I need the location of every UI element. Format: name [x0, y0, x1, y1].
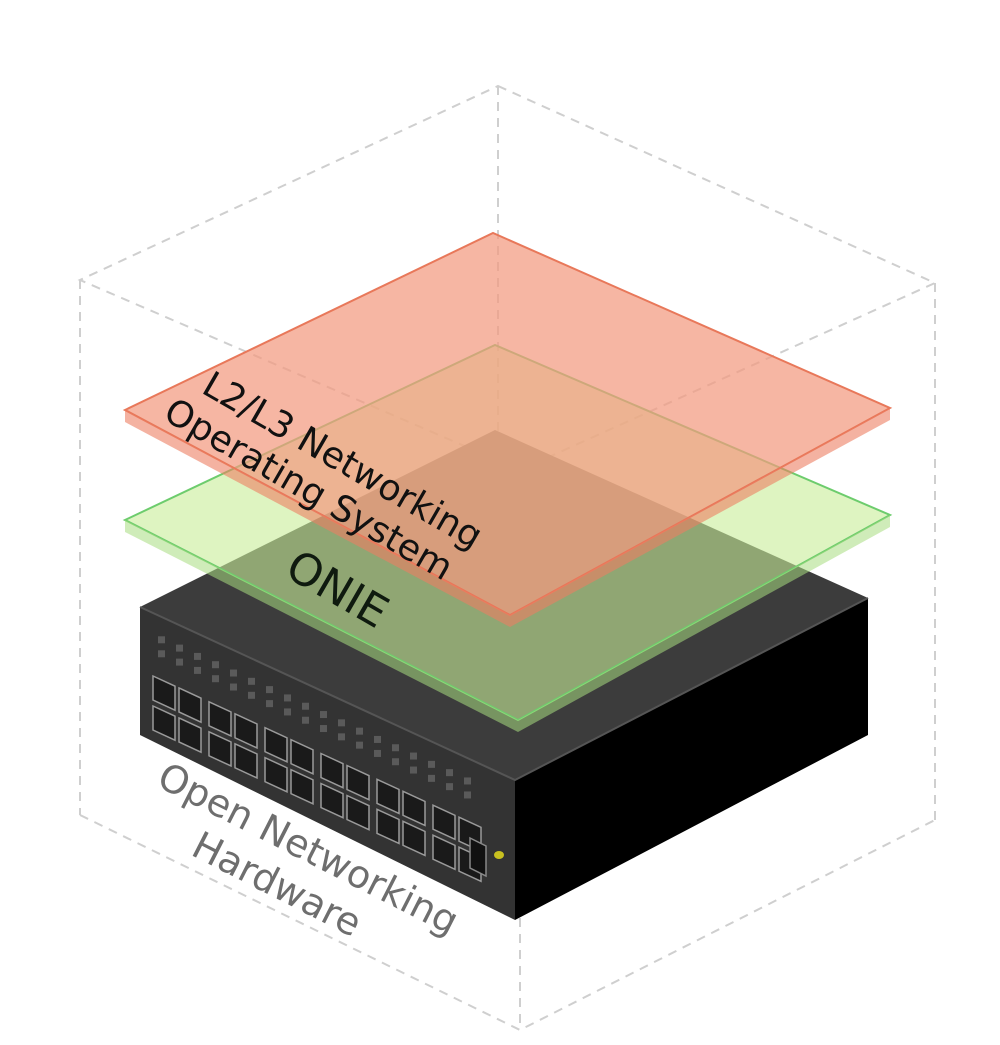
ethernet-port [152, 674, 176, 712]
vent-dot [248, 691, 255, 699]
ethernet-port [290, 738, 314, 775]
ethernet-port [376, 808, 400, 845]
switch-side-face [515, 598, 868, 920]
vent-dot [302, 702, 309, 710]
vent-dot [176, 658, 183, 666]
vent-dot [374, 749, 381, 757]
vent-dot [212, 661, 219, 669]
ethernet-port [178, 686, 202, 724]
vent-dot [338, 733, 345, 741]
ethernet-port [346, 794, 370, 831]
status-led [494, 851, 504, 859]
vent-dot [284, 708, 291, 716]
ethernet-port [234, 712, 258, 750]
vent-dot [410, 752, 417, 760]
vent-dot [230, 683, 237, 691]
ethernet-port [264, 756, 288, 793]
console-port [469, 836, 487, 878]
vent-dot [320, 711, 327, 719]
switch-vent-grid [158, 636, 471, 799]
ethernet-port [402, 820, 426, 857]
vent-dot [212, 675, 219, 683]
vent-dot [410, 766, 417, 774]
ethernet-port [432, 833, 456, 871]
bounding-box-bottom [79, 814, 936, 1032]
ethernet-port [178, 716, 202, 754]
vent-dot [446, 783, 453, 791]
vent-dot [266, 686, 273, 694]
ethernet-port [208, 730, 232, 768]
os-layer [122, 231, 893, 627]
vent-dot [356, 727, 363, 735]
switch-port-grid [152, 674, 482, 883]
ethernet-port [320, 782, 344, 819]
ethernet-port [264, 726, 288, 763]
ethernet-port [152, 704, 176, 742]
vent-dot [464, 777, 471, 785]
vent-dot [176, 644, 183, 652]
vent-dot [248, 677, 255, 685]
vent-dot [428, 774, 435, 782]
vent-dot [392, 758, 399, 766]
vent-dot [158, 650, 165, 658]
ethernet-port [402, 790, 426, 827]
ethernet-port [346, 764, 370, 801]
vent-dot [284, 694, 291, 702]
vent-dot [230, 669, 237, 677]
ethernet-port [432, 803, 456, 841]
vent-dot [302, 716, 309, 724]
vent-dot [320, 725, 327, 733]
vent-dot [374, 735, 381, 743]
ethernet-port [320, 752, 344, 789]
vent-dot [266, 700, 273, 708]
vent-dot [464, 791, 471, 799]
ethernet-port [234, 742, 258, 780]
vent-dot [158, 636, 165, 644]
vent-dot [392, 744, 399, 752]
vent-dot [194, 652, 201, 660]
vent-dot [446, 769, 453, 777]
ethernet-port [290, 768, 314, 805]
vent-dot [428, 760, 435, 768]
vent-dot [338, 719, 345, 727]
vent-dot [356, 741, 363, 749]
ethernet-port [208, 700, 232, 738]
ethernet-port [376, 778, 400, 815]
vent-dot [194, 666, 201, 674]
